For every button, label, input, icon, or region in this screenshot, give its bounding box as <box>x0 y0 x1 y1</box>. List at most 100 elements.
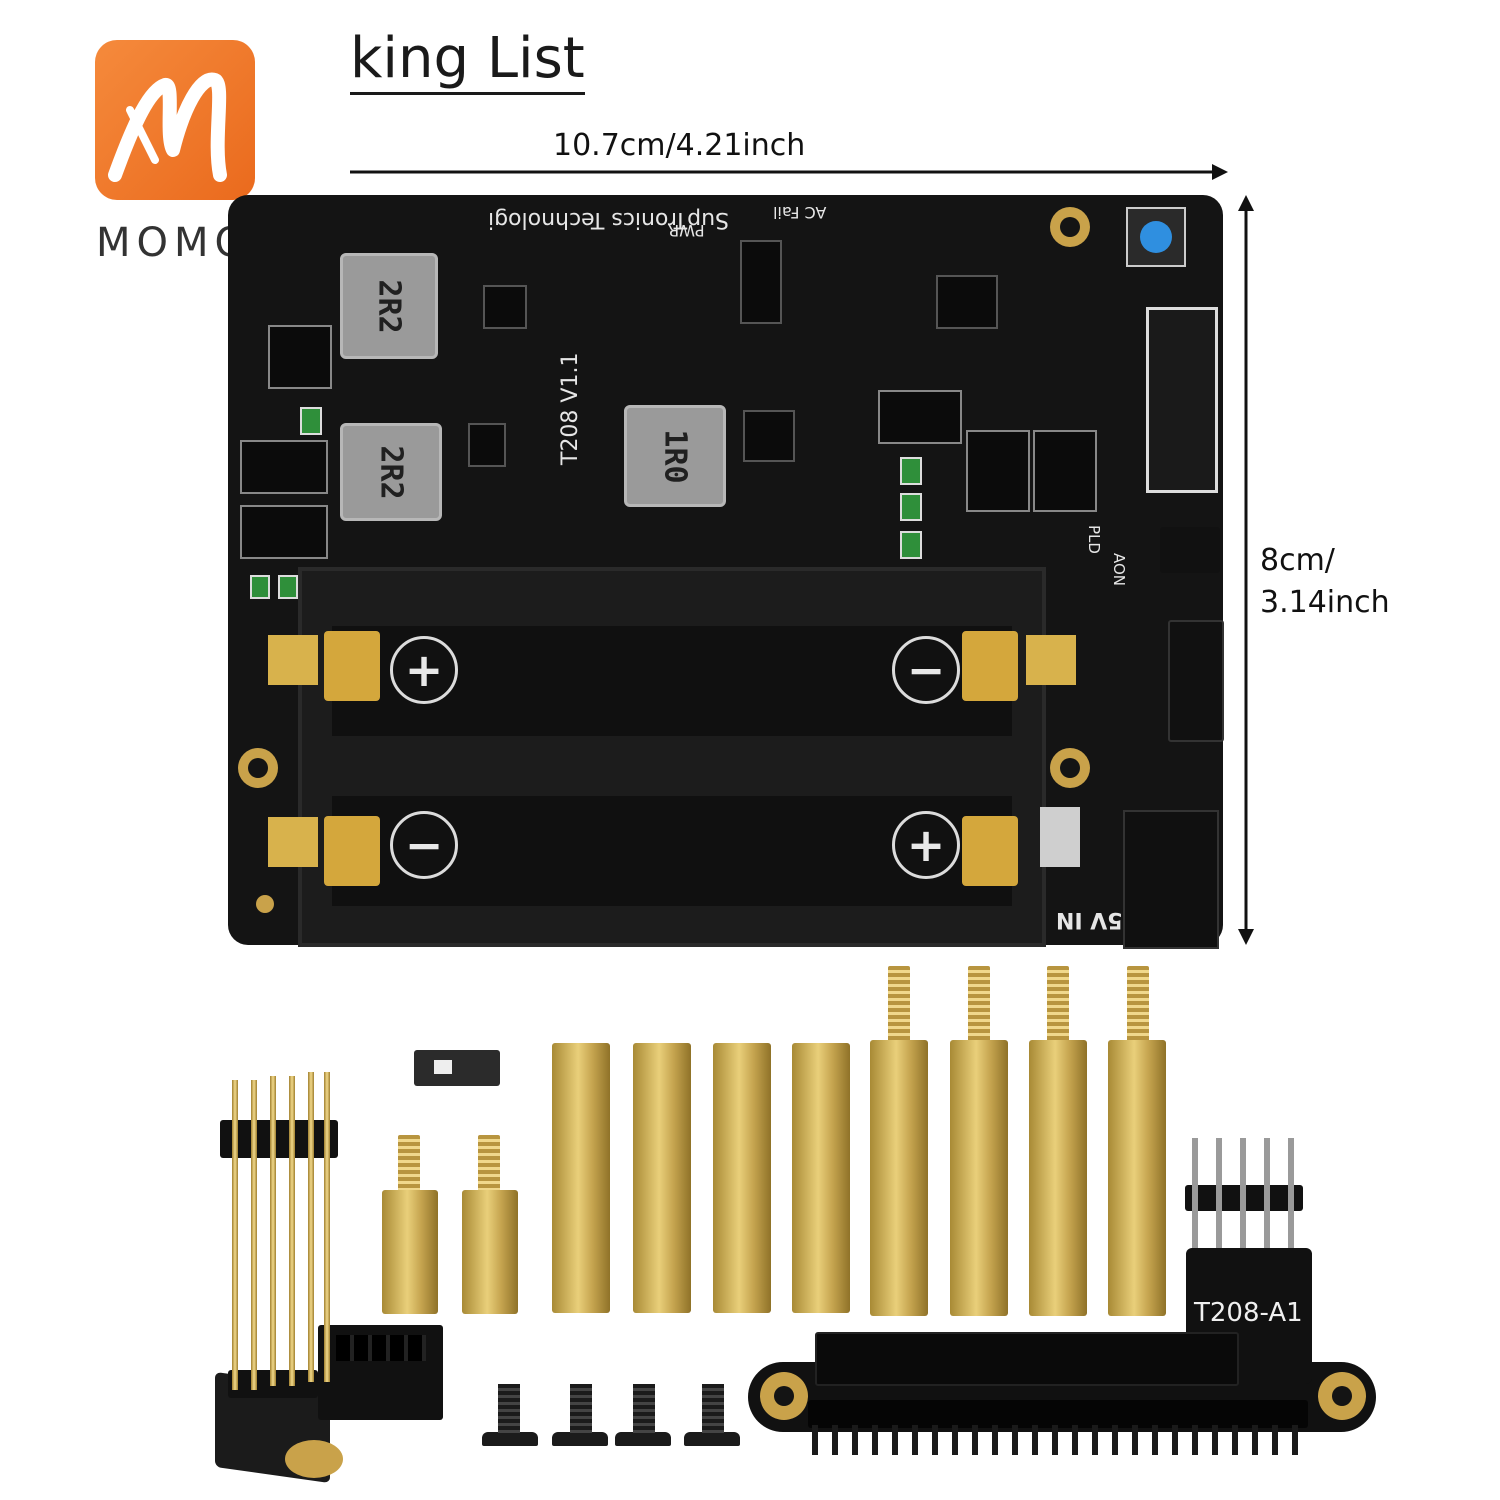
screw-icon <box>702 1384 724 1436</box>
dc-jack[interactable] <box>1123 810 1219 949</box>
battery-terminal <box>324 816 380 886</box>
aon-silkscreen: AON <box>1110 553 1128 587</box>
long-standoff <box>792 1043 850 1313</box>
adapter-pins <box>1192 1138 1297 1248</box>
long-standoff <box>713 1043 771 1313</box>
standoff-thread <box>1047 966 1069 1044</box>
ic-chip <box>468 423 506 467</box>
inductor-label: 2R2 <box>371 278 407 334</box>
plus-sign-icon: + <box>390 636 458 704</box>
mounting-hole-icon <box>285 1440 343 1478</box>
long-standoff <box>1108 1040 1166 1316</box>
inductor: 2R2 <box>340 253 438 359</box>
button-cap-icon <box>1140 221 1172 253</box>
long-standoff <box>633 1043 691 1313</box>
diode <box>240 505 328 559</box>
adapter-label: T208-A1 <box>1194 1298 1303 1328</box>
standoff-thread <box>1127 966 1149 1044</box>
logo-text: MOMO <box>96 220 252 266</box>
gpio-pins <box>812 1425 1307 1455</box>
header-pin <box>308 1072 314 1382</box>
mounting-hole-icon <box>1050 207 1090 247</box>
solder-tab <box>1040 807 1080 867</box>
pld-silkscreen: PLD <box>1085 525 1103 554</box>
led <box>250 575 270 599</box>
led <box>300 407 322 435</box>
screw-icon <box>570 1384 592 1436</box>
gpio-pin-row <box>808 1400 1308 1428</box>
jumper-cap <box>414 1050 500 1086</box>
screw-icon <box>498 1384 520 1436</box>
header-pin <box>251 1080 257 1390</box>
screw-icon <box>482 1432 538 1446</box>
momo-logo-icon <box>95 40 255 200</box>
led <box>900 531 922 559</box>
inductor: 2R2 <box>340 423 442 521</box>
battery-terminal <box>962 631 1018 701</box>
ic-chip <box>483 285 527 329</box>
mounting-hole-icon <box>760 1372 808 1420</box>
mounting-hole-icon <box>1318 1372 1366 1420</box>
ic-chip <box>936 275 998 329</box>
long-standoff <box>552 1043 610 1313</box>
ic-chip <box>740 240 782 324</box>
standoff-thread <box>398 1135 420 1193</box>
female-header <box>318 1325 443 1420</box>
long-standoff <box>870 1040 928 1316</box>
diode <box>240 440 328 494</box>
ups-board: SupTronics Technologi PWR AC Fail T208 V… <box>228 195 1224 949</box>
jumper-header[interactable] <box>1160 527 1220 573</box>
led <box>278 575 298 599</box>
long-standoff <box>1029 1040 1087 1316</box>
ac-fail-silkscreen: AC Fail <box>773 203 827 222</box>
width-dimension-label: 10.7cm/4.21inch <box>553 128 806 163</box>
minus-sign-icon: − <box>390 811 458 879</box>
inductor-label: 2R2 <box>373 444 409 500</box>
screw-icon <box>552 1432 608 1446</box>
solder-tab <box>1026 635 1076 685</box>
mounting-hole-icon <box>238 748 278 788</box>
diode <box>966 430 1030 512</box>
model-silkscreen: T208 V1.1 <box>558 352 583 465</box>
diode <box>268 325 332 389</box>
standoff-thread <box>888 966 910 1044</box>
gpio-socket <box>815 1332 1239 1386</box>
battery-holder: + − − + <box>298 567 1046 947</box>
ic-chip <box>743 410 795 462</box>
height-label-inch: 3.14inch <box>1260 585 1390 620</box>
led <box>900 457 922 485</box>
inductor-label: 1R0 <box>657 428 693 484</box>
gpio-header <box>1168 620 1224 742</box>
battery-terminal <box>324 631 380 701</box>
header-pin <box>289 1076 295 1386</box>
height-dimension-label: 8cm/ 3.14inch <box>1260 540 1480 624</box>
solder-tab <box>268 635 318 685</box>
diode <box>878 390 962 444</box>
page-heading: king List <box>350 28 585 95</box>
plus-sign-icon: + <box>892 811 960 879</box>
height-label-cm: 8cm/ <box>1260 543 1335 578</box>
header-pin <box>324 1072 330 1382</box>
height-arrow-icon <box>1238 195 1254 945</box>
header-pin <box>270 1076 276 1386</box>
power-button[interactable] <box>1126 207 1186 267</box>
standoff-thread <box>968 966 990 1044</box>
inductor: 1R0 <box>624 405 726 507</box>
screw-icon <box>615 1432 671 1446</box>
battery-connector <box>1146 307 1218 493</box>
width-arrow-icon <box>350 164 1228 180</box>
mounting-hole-icon <box>256 895 274 913</box>
screw-icon <box>633 1384 655 1436</box>
battery-terminal <box>962 816 1018 886</box>
solder-tab <box>268 817 318 867</box>
male-header-top <box>220 1120 338 1158</box>
screw-icon <box>684 1432 740 1446</box>
long-standoff <box>950 1040 1008 1316</box>
mounting-hole-icon <box>1050 748 1090 788</box>
short-standoff <box>382 1190 438 1314</box>
input-silkscreen: 5V IN <box>1056 907 1123 932</box>
pwr-silkscreen: PWR <box>668 221 705 240</box>
standoff-thread <box>478 1135 500 1193</box>
led <box>900 493 922 521</box>
short-standoff <box>462 1190 518 1314</box>
